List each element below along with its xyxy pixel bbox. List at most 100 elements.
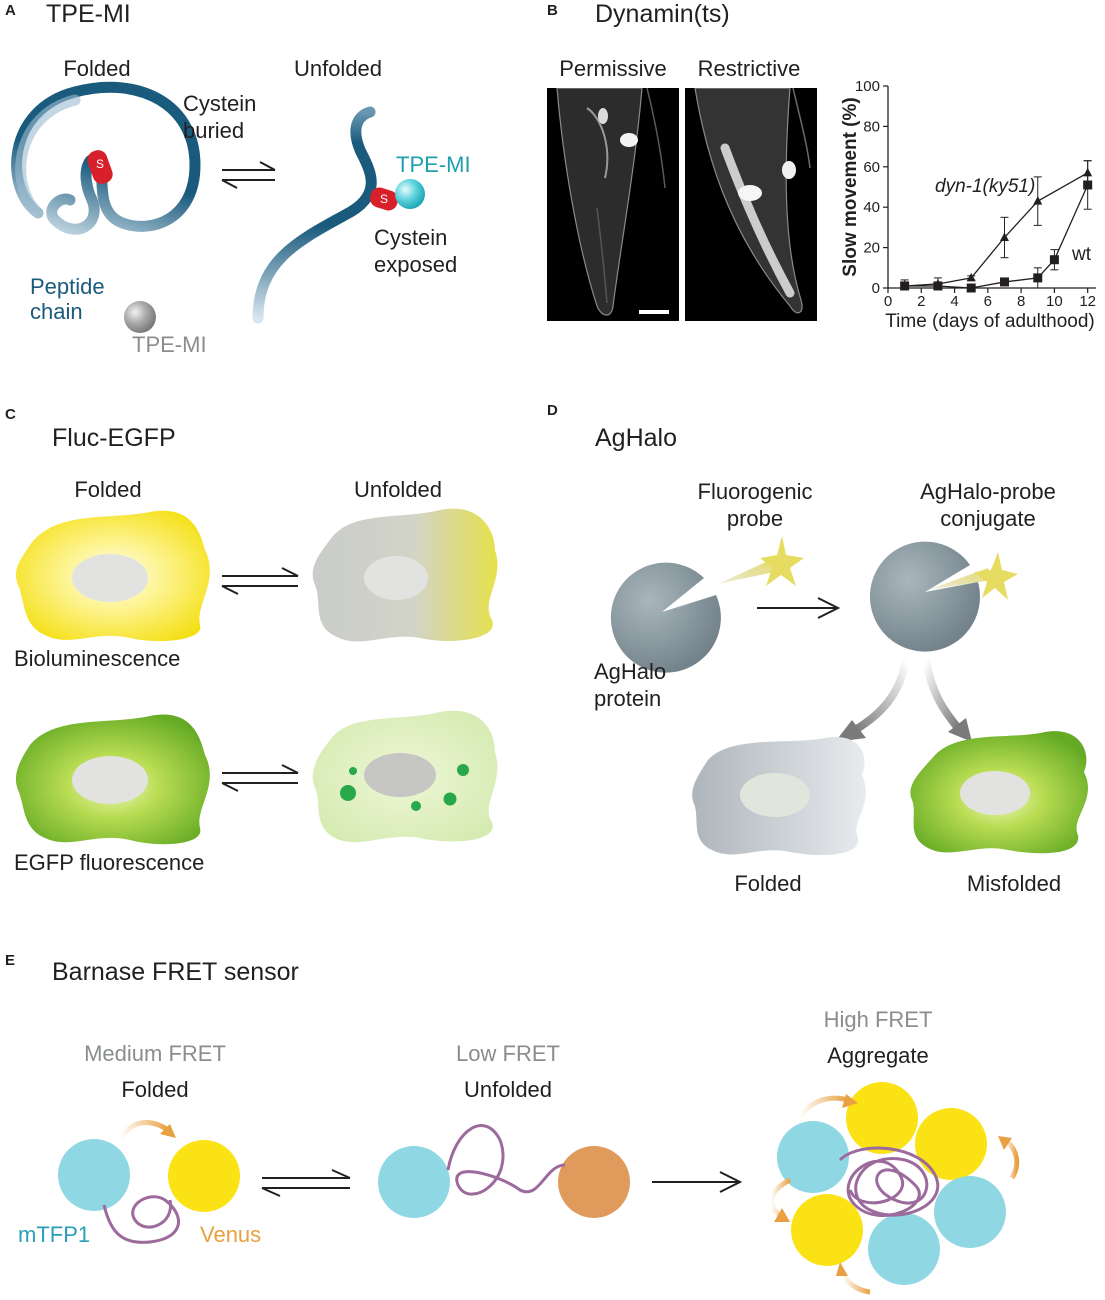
- label-permissive: Permissive: [559, 56, 667, 81]
- label-medium-fret: Medium FRET: [84, 1041, 226, 1066]
- y-tick-label: 100: [855, 78, 880, 95]
- data-point-square: [933, 281, 943, 291]
- nucleus-d2: [960, 771, 1030, 815]
- bound-tpe-mi-sphere: [395, 179, 425, 209]
- series-line-0: [904, 172, 1089, 287]
- panel-title-b: Dynamin(ts): [595, 0, 730, 28]
- free-tpe-mi-sphere: [124, 301, 156, 333]
- reaction-arrow-d: [757, 597, 841, 619]
- label-folded-a: Folded: [63, 56, 131, 81]
- equilibrium-arrows-c1: [221, 567, 299, 595]
- x-tick-label: 12: [1079, 293, 1096, 310]
- label-folded-d: Folded: [734, 871, 802, 896]
- label-venus: Venus: [200, 1222, 262, 1247]
- conjugated-probe-star: [928, 552, 1018, 600]
- branch-arrow-right: [922, 659, 972, 742]
- aggregate-cluster: [777, 1082, 1006, 1285]
- y-tick-label: 40: [863, 199, 880, 216]
- buried-cysteine: [87, 150, 113, 184]
- panel-letter-d: D: [547, 402, 558, 419]
- nucleus-c2: [364, 556, 428, 600]
- label-aggregate: Aggregate: [827, 1043, 929, 1068]
- panel-title-a: TPE-MI: [46, 0, 131, 28]
- panel-title-c: Fluc-EGFP: [52, 424, 176, 452]
- fret-arrow-folded: [117, 1120, 176, 1142]
- mtfp1-donor-folded: [58, 1139, 130, 1211]
- x-tick-label: 4: [950, 293, 958, 310]
- x-tick-label: 0: [884, 293, 892, 310]
- sulfur-label-buried: S: [96, 157, 104, 171]
- label-bioluminescence: Bioluminescence: [14, 646, 181, 671]
- x-tick-label: 2: [917, 293, 925, 310]
- data-point-square: [1049, 255, 1059, 265]
- panel-letter-c: C: [5, 406, 16, 423]
- equilibrium-arrows-e: [261, 1169, 351, 1197]
- panel-letter-b: B: [547, 2, 558, 19]
- y-tick-label: 80: [863, 118, 880, 135]
- scale-bar: [639, 310, 669, 314]
- label-unfolded-e: Unfolded: [463, 1077, 553, 1102]
- y-tick-label: 60: [863, 159, 880, 176]
- label-egfp-fluorescence: EGFP fluorescence: [14, 850, 205, 875]
- sulfur-label-exposed: S: [380, 192, 388, 206]
- mtfp1-donor-unfolded: [378, 1146, 450, 1218]
- micrograph-permissive: [547, 88, 679, 321]
- label-misfolded-d: Misfolded: [966, 871, 1062, 896]
- label-restrictive: Restrictive: [697, 56, 801, 81]
- data-point-square: [1033, 273, 1043, 283]
- data-point-triangle: [999, 232, 1009, 241]
- micrograph-restrictive: [685, 88, 817, 321]
- data-point-triangle: [966, 272, 976, 282]
- panel-letter-e: E: [5, 952, 16, 969]
- x-axis-title: Time (days of adulthood): [885, 311, 1094, 332]
- unfolded-peptide-chain: [252, 106, 377, 324]
- x-tick-label: 8: [1017, 293, 1025, 310]
- nucleus-c3: [72, 756, 148, 804]
- label-mtfp1: mTFP1: [18, 1222, 91, 1247]
- nucleus-c4: [364, 753, 436, 797]
- data-point-square: [999, 277, 1009, 287]
- label-tpe-mi-bound: TPE-MI: [396, 152, 471, 177]
- reaction-arrow-e: [652, 1171, 743, 1193]
- data-point-triangle: [1033, 196, 1043, 205]
- y-axis-title: Slow movement (%): [840, 97, 861, 276]
- aghalo-conjugate-pacman: [869, 541, 980, 652]
- label-folded-e: Folded: [121, 1077, 189, 1102]
- aghalo-protein-pacman: [610, 562, 721, 673]
- x-tick-label: 6: [984, 293, 992, 310]
- fret-arrows-aggregate: [768, 1094, 1020, 1295]
- y-tick-label: 20: [863, 240, 880, 257]
- series-line-1: [904, 184, 1089, 289]
- data-point-square: [900, 281, 910, 291]
- label-tpe-mi-free: TPE-MI: [132, 332, 207, 357]
- y-tick-label: 0: [872, 280, 880, 297]
- label-unfolded-a: Unfolded: [293, 56, 383, 81]
- data-point-square: [966, 283, 976, 293]
- data-point-square: [1083, 180, 1093, 190]
- label-high-fret: High FRET: [823, 1007, 933, 1032]
- fluorogenic-probe-star: [718, 536, 804, 586]
- series-label-wt: wt: [1071, 244, 1092, 265]
- egfp-aggregate-dots: [340, 764, 469, 811]
- panel-title-e: Barnase FRET sensor: [52, 958, 299, 986]
- equilibrium-arrows-a: [221, 161, 276, 189]
- nucleus-d1: [740, 773, 810, 817]
- branch-arrow-left: [835, 659, 910, 742]
- series-label-dyn1: dyn-1(ky51): [935, 176, 1035, 197]
- folded-peptide-chain: [11, 81, 201, 235]
- label-folded-c: Folded: [74, 477, 142, 502]
- label-low-fret: Low FRET: [456, 1041, 560, 1066]
- x-tick-label: 10: [1046, 293, 1063, 310]
- exposed-cysteine: [369, 187, 399, 211]
- barnase-linker-folded: [102, 1195, 180, 1244]
- panel-title-d: AgHalo: [595, 424, 677, 452]
- panel-letter-a: A: [5, 2, 16, 19]
- label-unfolded-c: Unfolded: [353, 477, 443, 502]
